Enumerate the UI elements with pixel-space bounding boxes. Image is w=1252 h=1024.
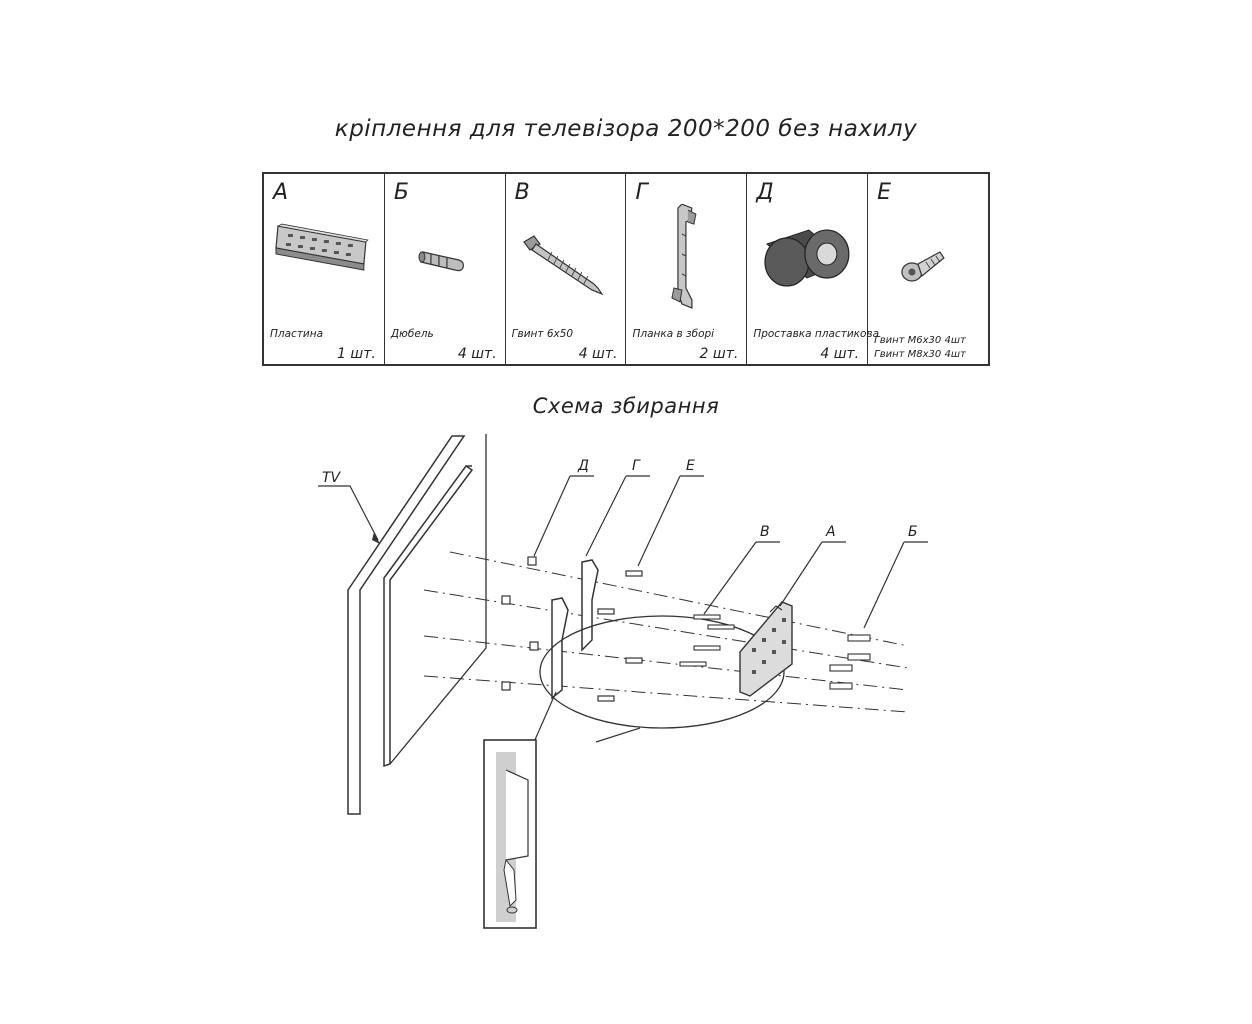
spacer: [529, 641, 539, 651]
tv-back-panel: [383, 464, 474, 768]
part-name: Планка в зборі: [632, 328, 715, 340]
dowel: [829, 664, 853, 672]
dowel: [847, 653, 871, 661]
scheme-title: Схема збирання: [532, 394, 720, 418]
part-qty: 4 шт.: [578, 346, 618, 362]
tv-leader: [318, 485, 379, 541]
part-letter: Г: [635, 180, 648, 205]
label-v: В: [760, 524, 770, 540]
screw: [693, 614, 721, 620]
label-e: Е: [686, 458, 695, 474]
label-d: Д: [577, 458, 589, 474]
bolt: [597, 695, 615, 702]
part-name: Гвинт М6х30 4шт Гвинт М8х30 4шт: [874, 334, 966, 362]
part-qty: 4 шт.: [820, 346, 860, 362]
part-letter: В: [514, 180, 530, 205]
bracket-image: [671, 204, 697, 309]
label-b: Б: [908, 524, 918, 540]
part-letter: Д: [756, 180, 774, 205]
bolt: [625, 570, 643, 577]
part-cell-a: А Пластина 1 шт.: [264, 174, 385, 364]
part-name-line: Гвинт М6х30 4шт: [874, 335, 966, 346]
part-cell-v: В Гвинт 6х50 4 шт.: [506, 174, 627, 364]
page-title: кріплення для телевізора 200*200 без нах…: [334, 116, 918, 142]
parts-table: А Пластина 1 шт. Б Дюбель 4 шт.: [262, 172, 990, 366]
part-qty: 2 шт.: [699, 346, 739, 362]
plate-image: [275, 223, 369, 271]
part-qty: 4 шт.: [457, 346, 497, 362]
part-cell-b: Б Дюбель 4 шт.: [385, 174, 506, 364]
spacer: [501, 681, 511, 691]
bolt: [597, 608, 615, 615]
tv-panel: [347, 435, 466, 815]
detail-ellipse: [539, 615, 785, 729]
part-name: Пластина: [270, 328, 324, 340]
part-qty: 1 шт.: [337, 346, 376, 362]
part-name-line: Гвинт М8х30 4шт: [874, 349, 966, 360]
part-letter: Е: [877, 180, 892, 205]
screw-image: [522, 235, 604, 296]
spacer: [501, 595, 511, 605]
spacer-image: [764, 229, 850, 287]
part-letter: А: [273, 180, 289, 205]
label-g: Г: [632, 458, 641, 474]
plate: [739, 601, 793, 697]
label-a: А: [825, 524, 836, 540]
dowel: [829, 682, 853, 690]
part-letter: Б: [393, 180, 409, 205]
dowel-image: [418, 251, 464, 272]
part-name: Гвинт 6х50: [511, 328, 574, 340]
spacer: [527, 556, 537, 566]
bracket: [551, 597, 569, 700]
bolt-image: [901, 251, 945, 282]
part-cell-e: Е Гвинт М6х30 4шт Гвинт М8х30 4шт: [868, 174, 988, 364]
bolt: [625, 657, 643, 664]
screw: [693, 645, 721, 651]
label-tv: TV: [322, 470, 342, 486]
part-cell-g: Г Планка в зборі 2 шт.: [626, 174, 748, 364]
dowel: [847, 634, 871, 642]
part-name: Дюбель: [390, 328, 434, 340]
screw: [679, 661, 707, 667]
part-name: Проставка пластикова: [753, 328, 880, 340]
bracket: [581, 559, 599, 652]
screw: [707, 624, 735, 630]
part-cell-d: Д Проставка пластикова 4 шт.: [747, 174, 879, 364]
